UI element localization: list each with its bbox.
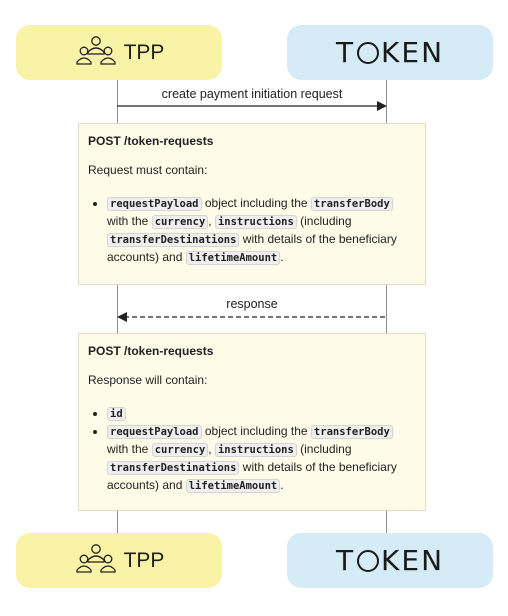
code-token: transferDestinations — [107, 233, 240, 247]
note-bullet-item: requestPayload object including the tran… — [107, 195, 416, 267]
note-lead: Request must contain: — [88, 163, 208, 177]
note-bullet-item: requestPayload object including the tran… — [107, 423, 416, 495]
request-note: POST /token-requests Request must contai… — [78, 123, 426, 285]
token-logo: T KEN — [336, 36, 444, 69]
bullet-text: object including the — [201, 424, 311, 438]
bullet-text: with the — [107, 214, 152, 228]
code-token: requestPayload — [107, 425, 202, 439]
note-bullet-item: id — [107, 405, 416, 423]
note-title: POST /token-requests — [88, 344, 214, 358]
request-message-label: create payment initiation request — [161, 87, 343, 101]
bullet-text: (including — [296, 442, 352, 456]
bullet-text: with the — [107, 442, 152, 456]
tpp-label: TPP — [123, 40, 165, 64]
response-arrowhead — [117, 312, 127, 322]
request-arrowhead — [377, 101, 387, 111]
note-bullet-list: requestPayload object including the tran… — [88, 195, 416, 267]
code-token: id — [107, 407, 126, 421]
code-token: instructions — [214, 215, 297, 229]
tpp-label: TPP — [123, 548, 165, 572]
token-logo: T KEN — [336, 544, 444, 577]
bullet-text: with details of the beneficiary accounts… — [107, 232, 397, 264]
bullet-text: (including — [296, 214, 352, 228]
code-token: transferDestinations — [107, 461, 240, 475]
bullet-text: . — [280, 478, 284, 492]
tpp-lifeline — [117, 79, 118, 533]
group-users-icon — [74, 543, 118, 578]
note-title: POST /token-requests — [88, 134, 214, 148]
token-logo-right: KEN — [381, 544, 445, 577]
token-participant-bottom: T KEN — [287, 533, 493, 588]
group-users-icon — [74, 35, 118, 70]
code-token: currency — [151, 443, 209, 457]
code-token: lifetimeAmount — [185, 479, 281, 493]
tpp-participant-bottom: TPP — [16, 533, 222, 588]
tpp-participant-top: TPP — [16, 25, 222, 80]
bullet-text: , — [208, 442, 215, 456]
token-logo-left: T — [335, 36, 356, 69]
token-logo-left: T — [335, 544, 356, 577]
token-participant-top: T KEN — [287, 25, 493, 80]
token-lifeline — [386, 79, 387, 533]
code-token: transferBody — [310, 425, 393, 439]
code-token: transferBody — [310, 197, 393, 211]
response-message-label: response — [226, 297, 278, 311]
bullet-text: , — [208, 214, 215, 228]
code-token: lifetimeAmount — [185, 251, 281, 265]
bullet-text: object including the — [201, 196, 311, 210]
code-token: currency — [151, 215, 209, 229]
code-token: requestPayload — [107, 197, 202, 211]
token-logo-right: KEN — [381, 36, 445, 69]
token-o-ring-icon — [357, 41, 380, 64]
bullet-text: with details of the beneficiary accounts… — [107, 460, 397, 492]
note-lead: Response will contain: — [88, 373, 208, 387]
token-o-ring-icon — [357, 549, 380, 572]
response-note: POST /token-requests Response will conta… — [78, 333, 426, 511]
bullet-text: . — [280, 250, 284, 264]
note-bullet-list: id requestPayload object including the tr… — [88, 405, 416, 495]
code-token: instructions — [214, 443, 297, 457]
